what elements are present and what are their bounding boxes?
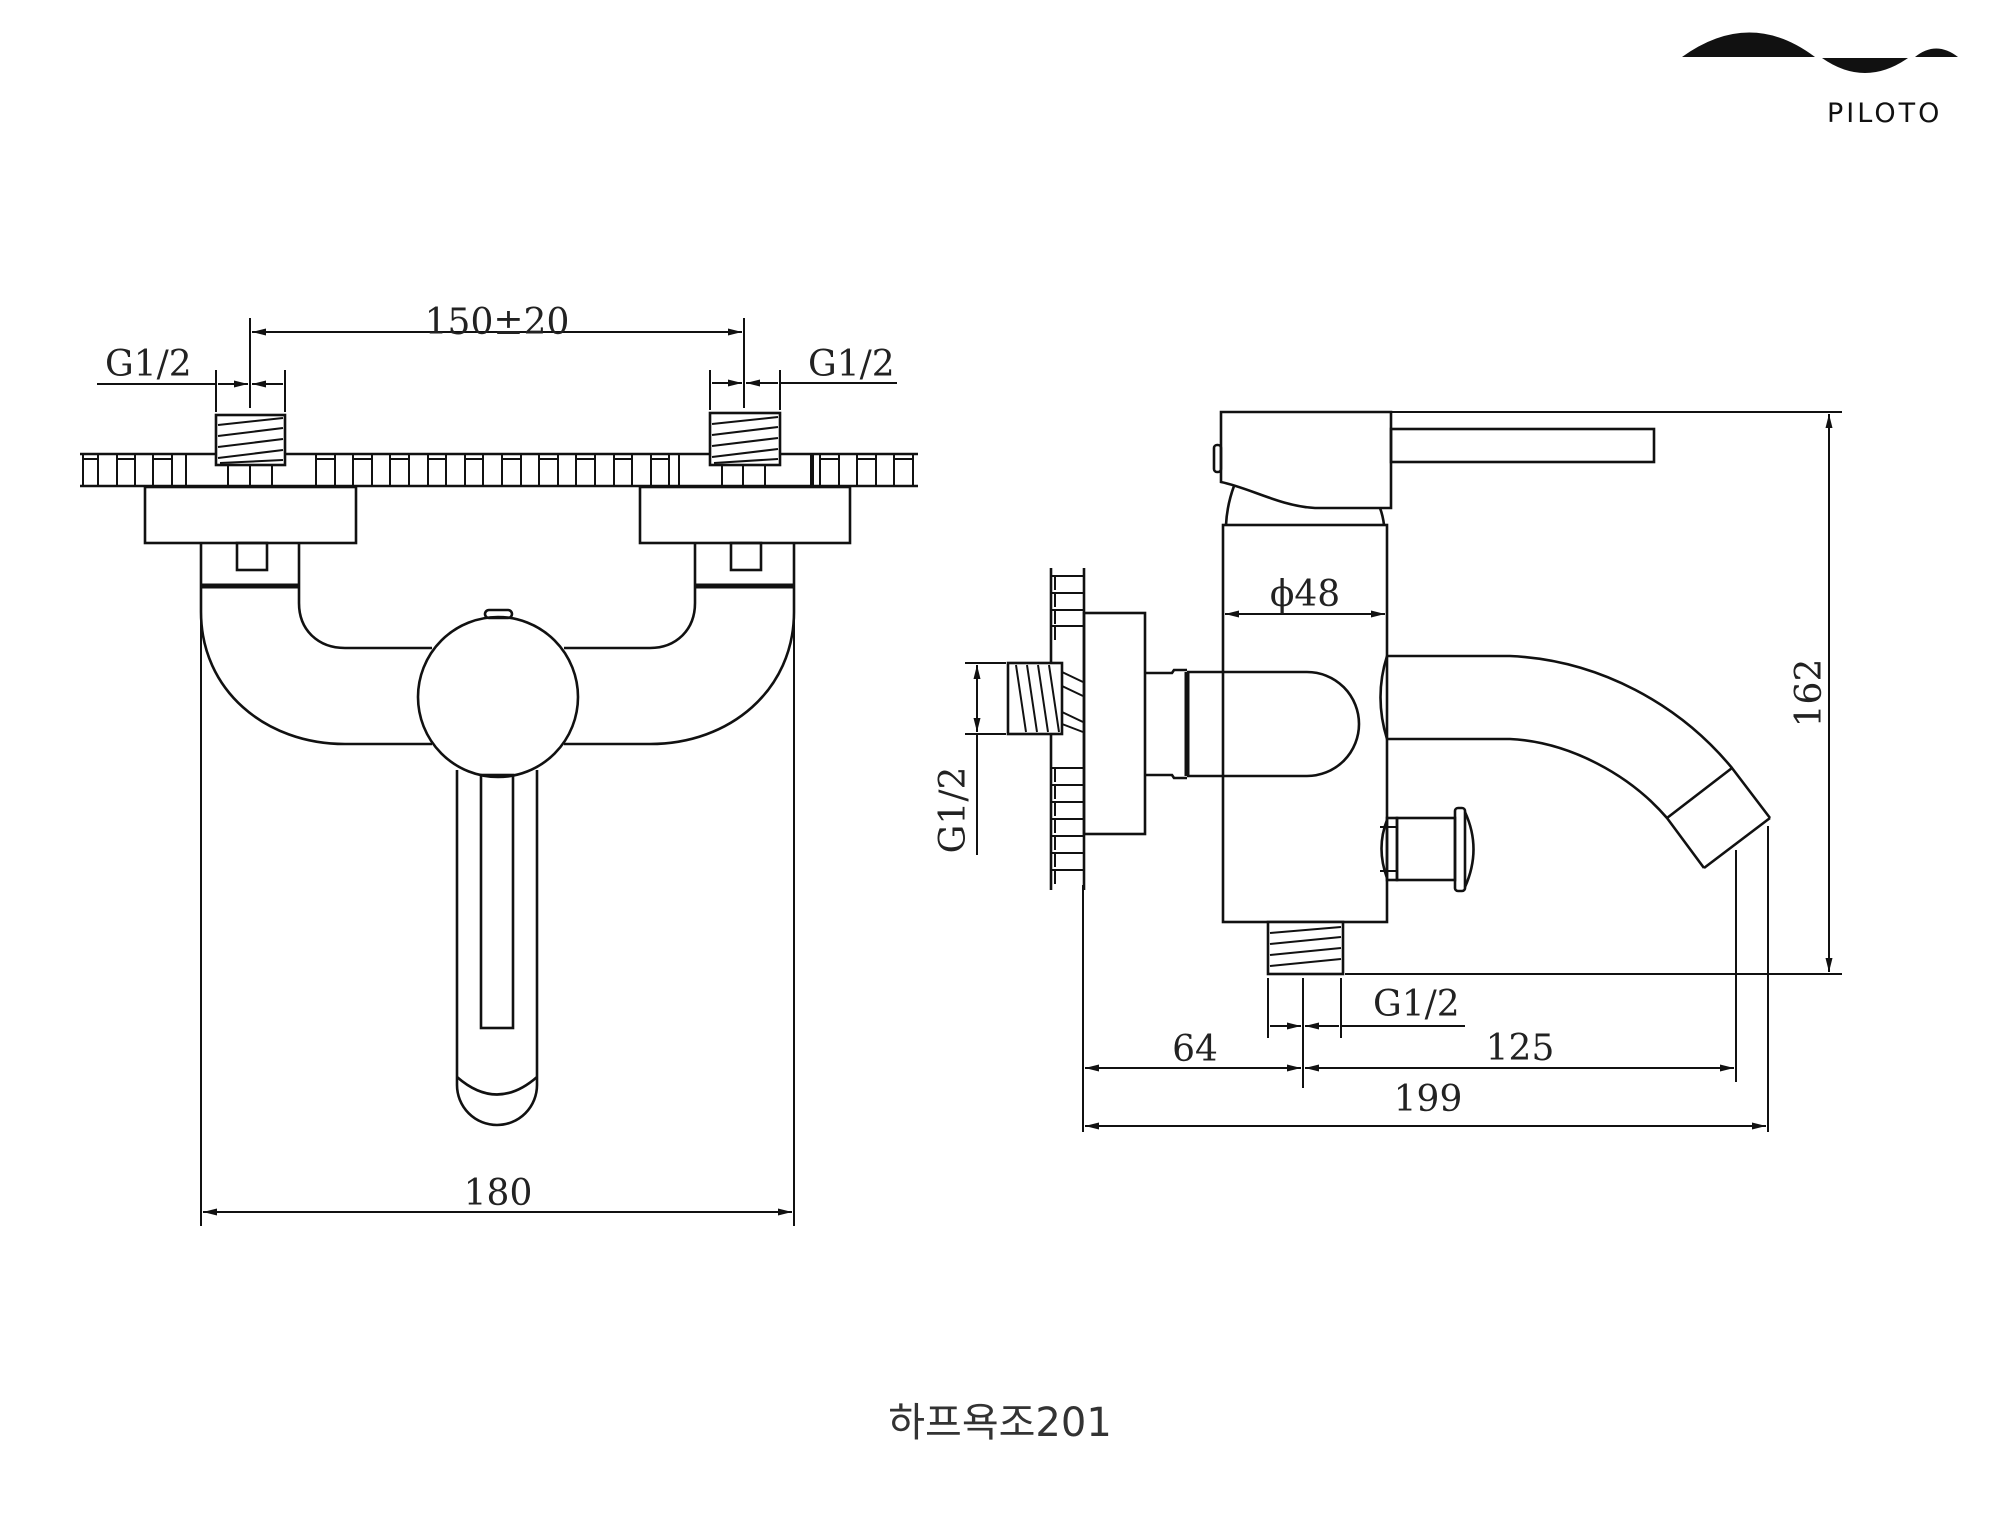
hub-cap bbox=[483, 608, 514, 620]
dim-overall-height: 162 bbox=[1789, 414, 1833, 972]
dim-label-g12-bottom: G1/2 bbox=[1373, 984, 1460, 1025]
inlet-thread-right bbox=[708, 411, 782, 467]
dim-label-199: 199 bbox=[1394, 1079, 1463, 1120]
dim-label-125: 125 bbox=[1486, 1028, 1555, 1069]
dim-thread-right: G1/2 bbox=[709, 344, 897, 410]
dim-thread-left: G1/2 bbox=[97, 344, 286, 412]
mixer-body bbox=[199, 590, 796, 746]
escutcheon-side bbox=[1082, 611, 1147, 836]
side-view: 162 ϕ48 G1/2 G1/2 bbox=[933, 410, 1842, 1132]
wall-plate bbox=[80, 452, 918, 488]
dim-side-thread: G1/2 bbox=[933, 662, 1006, 855]
handle-cap bbox=[1212, 410, 1656, 526]
dim-label-64: 64 bbox=[1172, 1029, 1218, 1070]
dim-label-150: 150±20 bbox=[425, 302, 570, 343]
escutcheon-left bbox=[143, 485, 358, 545]
product-caption: 하프욕조201 bbox=[888, 1400, 1112, 1446]
side-inlet-thread bbox=[1006, 661, 1084, 736]
dim-body-diameter: ϕ48 bbox=[1225, 574, 1385, 618]
lever-bar bbox=[1389, 427, 1656, 464]
dim-inlet-spacing: 150±20 bbox=[249, 302, 745, 408]
dim-overall-width: 180 bbox=[200, 612, 795, 1226]
dim-label-180: 180 bbox=[464, 1173, 533, 1214]
dim-label-162: 162 bbox=[1789, 659, 1830, 728]
brand-logo: PILOTO bbox=[1682, 32, 1958, 129]
brand-name: PILOTO bbox=[1827, 98, 1942, 129]
connector-right bbox=[693, 541, 796, 603]
diverter-knob bbox=[1380, 806, 1475, 893]
dim-label-g12-left: G1/2 bbox=[105, 344, 192, 385]
inlet-thread-left bbox=[214, 413, 287, 467]
handle-hub bbox=[416, 615, 580, 779]
side-connector bbox=[1145, 668, 1361, 780]
dim-label-d48: ϕ48 bbox=[1270, 574, 1340, 615]
dim-wall-to-center: 64 bbox=[1085, 1029, 1301, 1072]
dim-overall-depth: 199 bbox=[1085, 1079, 1766, 1130]
escutcheon-right bbox=[638, 485, 852, 545]
spout bbox=[1379, 654, 1772, 870]
outlet-thread bbox=[1266, 920, 1345, 976]
front-view: 150±20 G1/2 G1/2 180 bbox=[80, 302, 918, 1226]
dim-label-g12-right: G1/2 bbox=[808, 344, 895, 385]
wave-logo-icon bbox=[1682, 32, 1958, 73]
dim-label-g12-side: G1/2 bbox=[933, 767, 974, 854]
connector-left bbox=[199, 541, 301, 603]
dim-center-to-spout: 125 bbox=[1305, 1028, 1734, 1072]
dim-outlet-thread: G1/2 bbox=[1267, 978, 1465, 1038]
lever-handle bbox=[455, 770, 539, 1127]
